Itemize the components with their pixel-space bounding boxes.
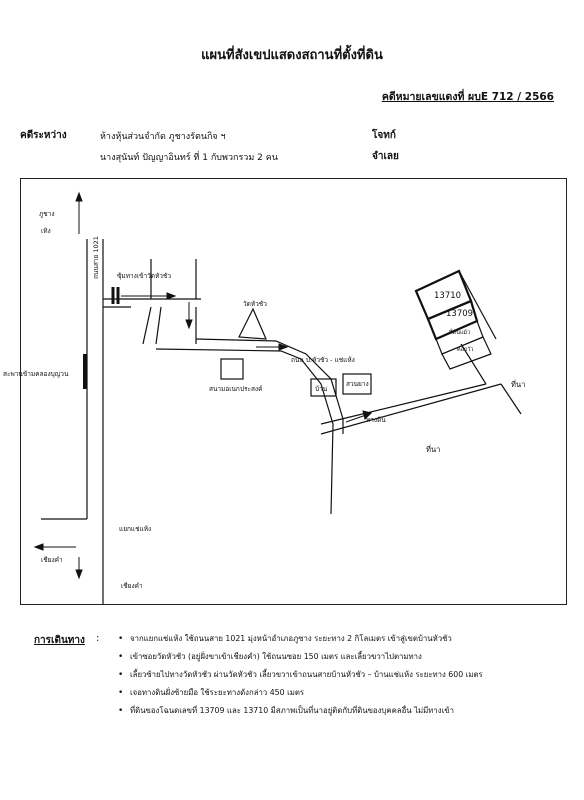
dirt-road-d [500, 383, 522, 415]
house-box [310, 378, 337, 397]
defendant-name: นางสุนันท์ ปัญญาอินทร์ ที่ 1 กับพวกรวม 2… [100, 153, 278, 163]
label-bridge: สะพานข้ามคลองบุญวน [3, 370, 69, 378]
dirt-road-c [460, 343, 487, 385]
page-title: แผนที่สังเขปแสดงสถานที่ตั้งที่ดิน [201, 48, 383, 63]
label-west-dir: เชียงคำ [41, 556, 63, 564]
label-dirt-road: ทางดิน [366, 416, 386, 424]
label-neighbor-a: ที่ดินแม้ว [449, 330, 471, 336]
case-number: คดีหมายเลขแดงที่ ผบE 712 / 2566 [381, 91, 554, 103]
label-plot-13709: 13709 [446, 309, 474, 319]
list-item: เข้าซอยวัดหัวชัว (อยู่ฝั่งขาเข้าเชียงคำ)… [118, 648, 483, 666]
route-arrow-2-head [185, 319, 193, 330]
directions-heading: การเดินทาง [34, 635, 85, 646]
field-box [220, 358, 244, 380]
route-arrow-3-head [278, 343, 289, 351]
label-plot-13710: 13710 [434, 291, 462, 301]
label-field-right: ที่นา [511, 380, 526, 389]
inner-road-4 [155, 306, 162, 345]
west-arrow-head [33, 543, 44, 551]
label-junction: แยกแช่แห้ง [119, 525, 152, 533]
list-item: จากแยกแช่แห้ง ใช้ถนนสาย 1021 มุ่งหน้าอำเ… [118, 630, 483, 648]
label-north-town: ภูชาง [39, 210, 55, 218]
route-arrow-4-head [362, 410, 372, 420]
label-south-dir: เชียงคำ [121, 582, 143, 590]
list-item: เจอทางดินฝั่งซ้ายมือ ใช้ระยะทางดังกล่าว … [118, 684, 483, 702]
label-garden: สวนยาง [346, 380, 369, 388]
between-label: คดีระหว่าง [20, 130, 67, 141]
label-highway: ถนนสาย 1021 [92, 236, 100, 279]
dirt-road-a [320, 383, 487, 425]
temple-shape [238, 307, 267, 340]
route-arrow-1-head [166, 292, 177, 300]
label-local-road: ถนน บ.หัวชัว - แช่แห้ง [291, 356, 355, 364]
local-road-inner [195, 338, 344, 434]
label-alley: ซุ้มทางเข้าวัดหัวชัว [117, 272, 171, 280]
garden-box [342, 373, 372, 395]
plot-boundary-east [458, 270, 497, 340]
list-item: ที่ดินของโฉนดเลขที่ 13709 และ 13710 มีสภ… [118, 702, 483, 720]
south-arrow-head [75, 569, 83, 580]
route-arrow-4 [345, 414, 367, 423]
label-temple: วัดหัวชัว [243, 300, 267, 308]
label-house: บ้าน [315, 385, 328, 393]
local-road-upper [155, 348, 334, 515]
directions-list: จากแยกแช่แห้ง ใช้ถนนสาย 1021 มุ่งหน้าอำเ… [118, 630, 483, 720]
label-north-dir: เทิง [41, 227, 51, 235]
neighbor-b-shape [441, 336, 492, 370]
list-item: เลี้ยวซ้ายไปทางวัดหัวชัว ผ่านวัดหัวชัว เ… [118, 666, 483, 684]
north-arrow-head [75, 191, 83, 202]
plaintiff-role: โจทก์ [372, 130, 396, 141]
label-field-lower: ที่นา [426, 445, 441, 454]
inner-road-3 [142, 306, 152, 345]
defendant-role: จำเลย [372, 151, 399, 162]
label-neighbor-b: คอกวัว [457, 347, 474, 353]
plaintiff-name: ห้างหุ้นส่วนจำกัด ภูชางรัตนกิจ ฯ [100, 132, 226, 142]
map-drawing [33, 191, 522, 604]
label-school-field: สนามอเนกประสงค์ [209, 385, 263, 393]
directions-colon: : [96, 633, 100, 644]
location-map: ภูชาง เทิง ถนนสาย 1021 ซุ้มทางเข้าวัดหัว… [3, 178, 567, 605]
dirt-road-b [320, 383, 502, 435]
